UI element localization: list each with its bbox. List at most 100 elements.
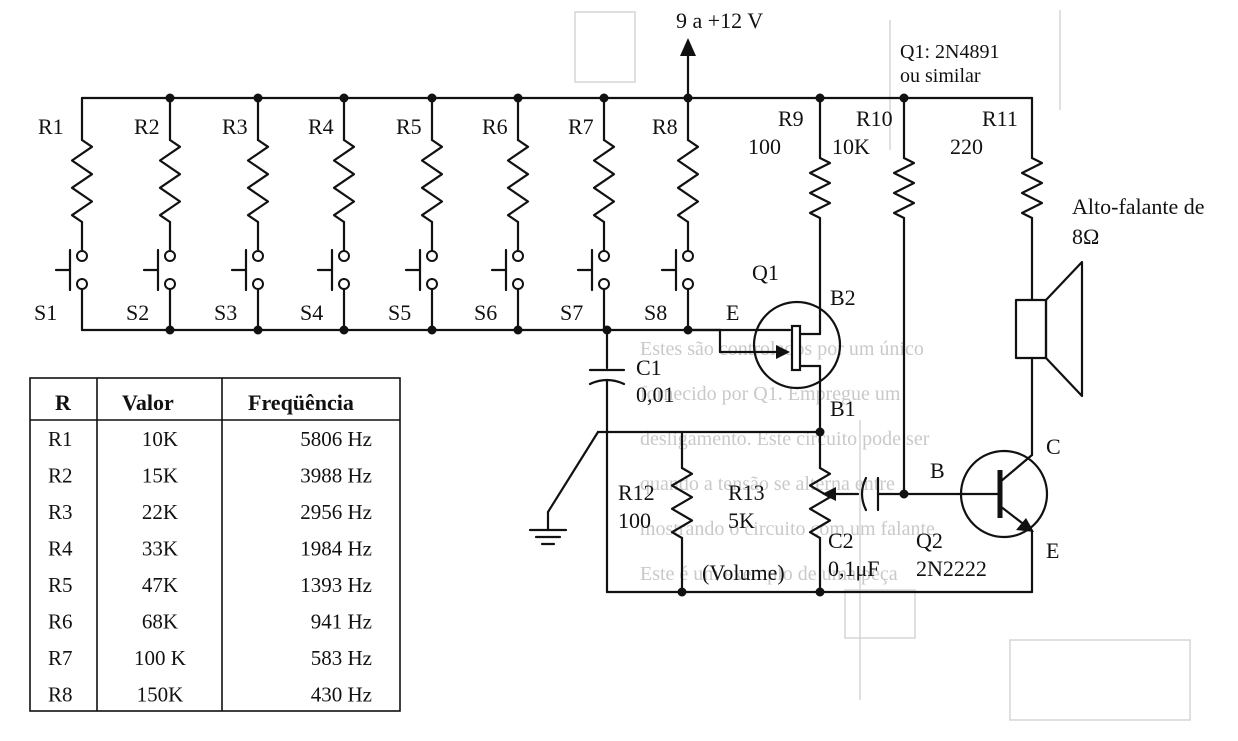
resistor-zigzag <box>158 138 182 224</box>
junction-dot <box>899 93 909 103</box>
q2-collector-lead <box>998 453 1034 484</box>
table-row: R5 47K 1393 Hz <box>48 573 372 597</box>
junction-dot <box>339 325 349 335</box>
table-cell-valor: 47K <box>142 573 178 597</box>
table-cell-valor: 22K <box>142 500 178 524</box>
r10-value: 10K <box>832 134 870 159</box>
q2-collector-label: C <box>1046 434 1061 459</box>
table-header-freq: Freqüência <box>248 390 354 415</box>
r13-zigzag <box>808 466 832 540</box>
q1-base-bar <box>790 324 802 372</box>
table-cell-r: R4 <box>48 537 73 561</box>
junction-dot <box>165 325 175 335</box>
junction-dot <box>513 325 523 335</box>
switch-contact <box>338 250 350 262</box>
ghost-text: desligamento. Este circuito pode ser <box>640 428 930 450</box>
q2-emitter-label: E <box>1046 538 1059 563</box>
switch-label: S7 <box>560 300 583 325</box>
resistor-label: R8 <box>652 114 678 139</box>
resistor-zigzag <box>506 138 530 224</box>
ghost-box <box>844 589 916 639</box>
resistor-r9: R9 100 <box>748 96 832 247</box>
switch-label: S3 <box>214 300 237 325</box>
table-cell-valor: 100 K <box>134 646 186 670</box>
r13-value: 5K <box>728 508 755 533</box>
table-cell-freq: 3988 Hz <box>300 464 372 488</box>
ghost-text: mostrando o circuito com um falante <box>640 518 935 540</box>
c1-value: 0,01 <box>636 382 675 407</box>
junction-dot <box>815 587 825 597</box>
supply-rail: 9 a +12 V Q1: 2N4891 ou similar <box>80 8 1034 100</box>
junction-dot <box>683 325 693 335</box>
resistor-zigzag <box>332 138 356 224</box>
switch-contact <box>338 278 350 290</box>
table-cell-freq: 1393 Hz <box>300 573 372 597</box>
junction-dot <box>815 93 825 103</box>
table-cell-valor: 10K <box>142 427 178 451</box>
resistor-r10: R10 10K <box>832 96 916 496</box>
junction-dot <box>513 93 523 103</box>
speaker-impedance: 8Ω <box>1072 224 1099 249</box>
table-cell-valor: 68K <box>142 610 178 634</box>
resistor-zigzag <box>70 138 94 224</box>
r13-label: R13 <box>728 480 765 505</box>
junction-dot <box>899 489 909 499</box>
table-cell-r: R5 <box>48 573 73 597</box>
ghost-box <box>1009 639 1191 721</box>
switch-contact <box>76 278 88 290</box>
q1-part-label: Q1: 2N4891 <box>900 41 999 63</box>
junction-dot <box>253 93 263 103</box>
q2-emitter-lead <box>998 504 1028 528</box>
c2-plate-left <box>860 476 868 512</box>
q1-emitter-label: E <box>726 300 739 325</box>
table-cell-r: R3 <box>48 500 73 524</box>
switch-contact <box>682 278 694 290</box>
q1-body <box>752 300 842 390</box>
junction-dot <box>427 325 437 335</box>
speaker-label: Alto-falante de <box>1072 194 1205 219</box>
junction-dots <box>165 93 909 597</box>
table-border <box>29 377 401 712</box>
table-cell-r: R7 <box>48 646 73 670</box>
q1-b1-label: B1 <box>830 396 856 421</box>
ghost-text: Este é um exemplo de uma peça <box>640 563 898 585</box>
table-cell-r: R8 <box>48 683 73 707</box>
q1-b2-label: B2 <box>830 285 856 310</box>
switch-label: S2 <box>126 300 149 325</box>
r11-label: R11 <box>982 106 1018 131</box>
switch-contact <box>252 250 264 262</box>
table-cell-freq: 430 Hz <box>311 683 372 707</box>
r11-value: 220 <box>950 134 983 159</box>
r12-value: 100 <box>618 508 651 533</box>
switch-contact <box>164 250 176 262</box>
capacitor-c2: C2 0,1μF <box>828 476 966 581</box>
resistor-label: R2 <box>134 114 160 139</box>
ghost-box <box>574 11 636 83</box>
junction-dot <box>339 93 349 103</box>
q2-part: 2N2222 <box>916 556 987 581</box>
speaker: Alto-falante de 8Ω <box>1014 194 1205 457</box>
transistor-q1: Q1 E B2 B1 <box>686 243 856 434</box>
junction-dot <box>427 93 437 103</box>
r12-zigzag <box>670 466 694 540</box>
resistor-zigzag <box>246 138 270 224</box>
switch-contact <box>512 278 524 290</box>
resistor-label: R3 <box>222 114 248 139</box>
junction-dot <box>815 427 825 437</box>
table-cell-r: R1 <box>48 427 73 451</box>
switch-contact <box>426 278 438 290</box>
resistor-label: R4 <box>308 114 334 139</box>
switch-contact <box>512 250 524 262</box>
